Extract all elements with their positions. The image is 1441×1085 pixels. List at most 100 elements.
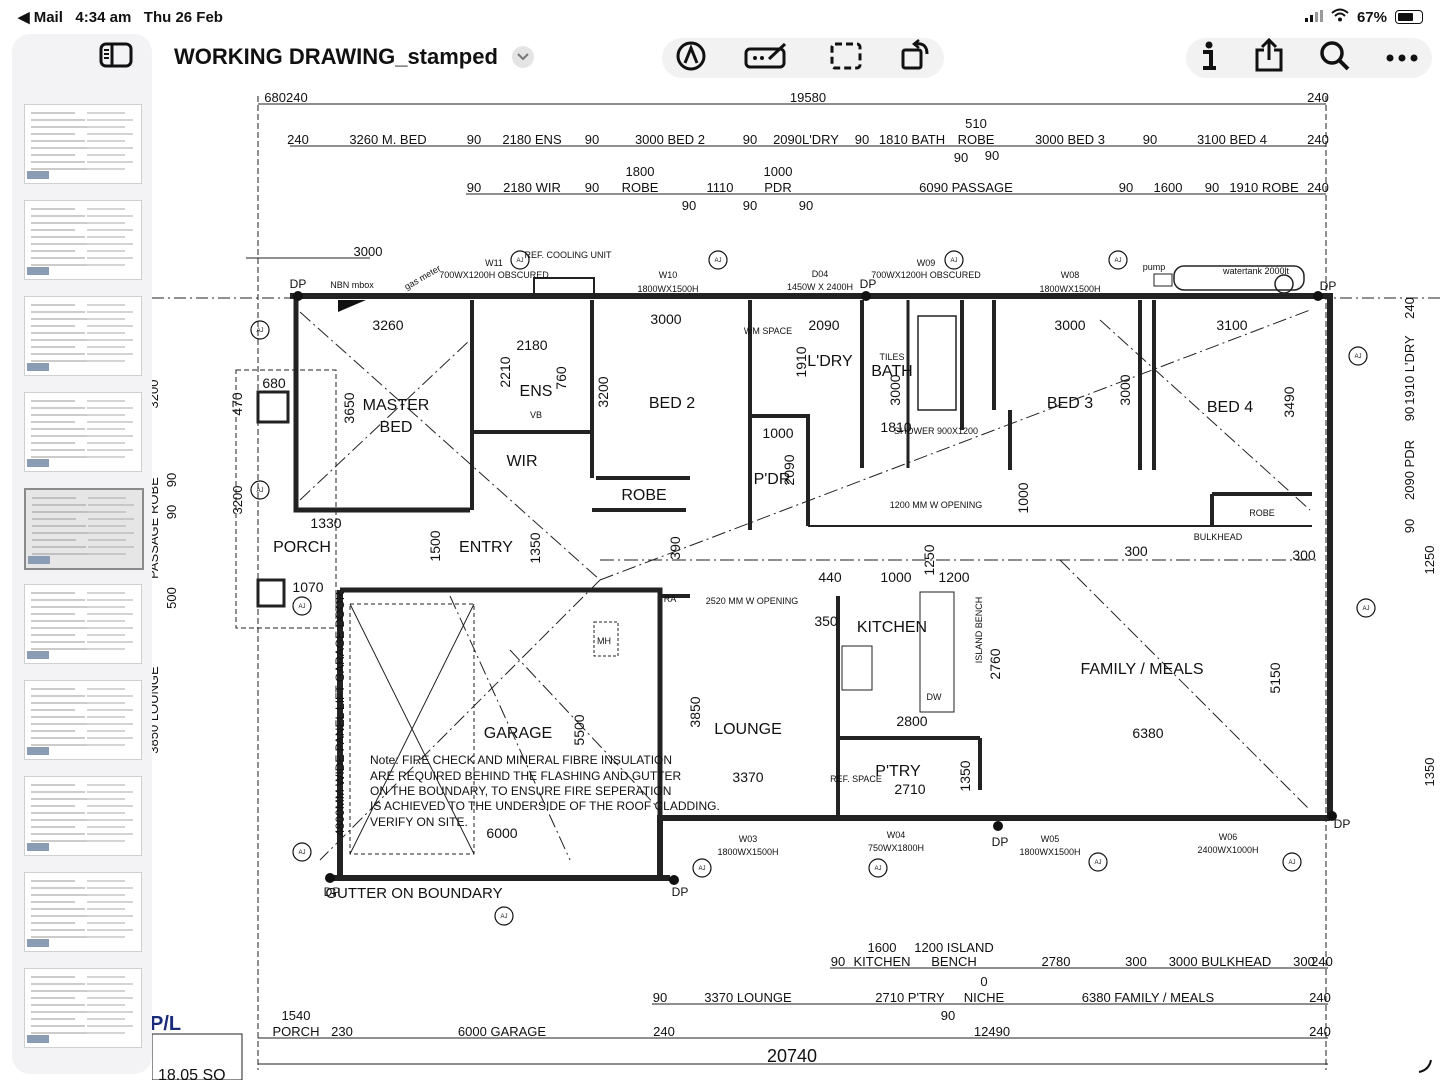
more-button[interactable] (1382, 40, 1422, 76)
search-button[interactable] (1316, 40, 1354, 76)
back-to-mail-link[interactable]: ◀ Mail (18, 9, 63, 26)
label-island-bench: ISLAND BENCH (974, 597, 984, 664)
dim-b3-0: 1540 (282, 1008, 311, 1023)
dim-b1-5: 0 (980, 974, 987, 989)
label-w05-spec: 1800WX1500H (1019, 847, 1080, 857)
dim-r2-13: 1600 (1154, 180, 1183, 195)
dim-1000: 1000 (880, 569, 911, 585)
dim-b2-4: 90 (941, 1008, 955, 1023)
dim-left-1: 90 (164, 473, 179, 487)
page-thumbnail[interactable] (24, 104, 142, 184)
dim-r1-9: 1810 BATH (879, 132, 945, 147)
room-bed4: BED 4 (1207, 399, 1253, 416)
dim-b2-0: 90 (653, 990, 667, 1005)
dim-r2-3: 1800 (626, 164, 655, 179)
dim-b1-8: 3000 BULKHEAD (1169, 954, 1272, 969)
dim-2180: 2180 (516, 337, 547, 353)
page-thumbnail[interactable] (24, 296, 142, 376)
label-w08: W08 (1061, 270, 1080, 280)
room-bath: BATH (871, 363, 912, 380)
dim-r2-6: 90 (682, 198, 696, 213)
label-shower: SHOWER 900X1200 (894, 426, 978, 436)
dim-1810: 1810 (880, 419, 911, 435)
page-thumbnail[interactable] (24, 488, 144, 570)
dim-b2-1: 3370 LOUNGE (704, 990, 792, 1005)
page-thumbnail[interactable] (24, 680, 142, 760)
room-garage: GARAGE (484, 725, 552, 742)
label-w09: W09 (917, 258, 936, 268)
label-ra: RA (664, 594, 677, 604)
dp-4: DP (324, 885, 341, 899)
highlight-button[interactable] (742, 40, 790, 76)
dim-6000: 6000 (486, 825, 517, 841)
label-d04-spec: 1450W X 2400H (787, 282, 853, 292)
dim-b1-7: 300 (1125, 954, 1147, 969)
svg-text:AJ: AJ (698, 866, 705, 872)
label-w06-spec: 2400WX1000H (1197, 845, 1258, 855)
resize-handle-icon[interactable] (1417, 1058, 1433, 1074)
label-vb: VB (530, 410, 542, 420)
page-thumbnail[interactable] (24, 584, 142, 664)
dim-r2-11: 6090 PASSAGE (919, 180, 1013, 195)
page-thumbnail[interactable] (24, 776, 142, 856)
dim-1250: 1250 (921, 544, 937, 575)
dim-b1-9: 300 (1293, 954, 1315, 969)
document-title[interactable]: WORKING DRAWING_stamped (174, 44, 498, 69)
room-ldry: L'DRY (807, 353, 853, 370)
rotate-icon (899, 38, 933, 77)
page-thumbnail[interactable] (24, 872, 142, 952)
dim-b3-4: 240 (653, 1024, 675, 1039)
label-cooling: REF. COOLING UNIT (524, 250, 612, 260)
highlighter-icon (743, 41, 789, 76)
info-icon (1199, 40, 1219, 77)
page-thumbnail[interactable] (24, 392, 142, 472)
chevron-down-icon (517, 48, 529, 66)
dim-r1-12: 90 (954, 150, 968, 165)
dp-3: DP (1320, 279, 1337, 293)
sidebar-icon (99, 42, 133, 73)
dim-3650: 3650 (341, 392, 357, 423)
room-porch: PORCH (273, 539, 331, 556)
dim-left-2: 90 (164, 505, 179, 519)
dim-390: 390 (667, 536, 683, 560)
markup-button[interactable] (670, 40, 712, 76)
thumbnail-preview (27, 880, 133, 947)
dim-left-0: 3200 (152, 380, 161, 409)
dim-r1-2: 90 (467, 132, 481, 147)
dim-r2-14: 90 (1205, 180, 1219, 195)
dim-1500: 1500 (427, 530, 443, 561)
dim-r2-8: PDR (764, 180, 791, 195)
dim-350: 350 (814, 613, 838, 629)
dim-3200: 3200 (595, 376, 611, 407)
room-entry: ENTRY (459, 539, 513, 556)
rotate-button[interactable] (896, 38, 936, 76)
select-button[interactable] (826, 40, 866, 76)
thumbnail-preview (27, 976, 133, 1043)
dim-b1-6: 2780 (1042, 954, 1071, 969)
label-mh: MH (597, 636, 611, 646)
dim-r1-7: 2090L'DRY (773, 132, 839, 147)
label-nbn: NBN mbox (330, 280, 374, 290)
share-button[interactable] (1250, 37, 1288, 76)
dp-1: DP (290, 277, 307, 291)
label-w03-spec: 1800WX1500H (717, 847, 778, 857)
note-line-2: ARE REQUIRED BEHIND THE FLASHING AND GUT… (370, 769, 681, 783)
dim-2800: 2800 (896, 713, 927, 729)
label-gas-meter: gas meter (403, 263, 443, 292)
note-line-3: ON THE BOUNDARY, TO ENSURE FIRE SEPERATI… (370, 784, 671, 798)
info-button[interactable] (1194, 40, 1224, 76)
sidebar-toggle-button[interactable] (96, 40, 136, 74)
room-robe: ROBE (621, 487, 666, 504)
more-icon (1386, 49, 1418, 67)
label-dw: DW (927, 692, 942, 702)
title-menu-button[interactable] (512, 46, 534, 68)
page-thumbnail[interactable] (24, 200, 142, 280)
dim-1070: 1070 (292, 579, 323, 595)
page-thumbnail[interactable] (24, 968, 142, 1048)
svg-text:AJ: AJ (1362, 606, 1369, 612)
thumbnail-preview (27, 112, 133, 179)
dim-right-2: 90 (1402, 407, 1417, 421)
dim-r1-6: 90 (743, 132, 757, 147)
label-w10: W10 (659, 270, 678, 280)
